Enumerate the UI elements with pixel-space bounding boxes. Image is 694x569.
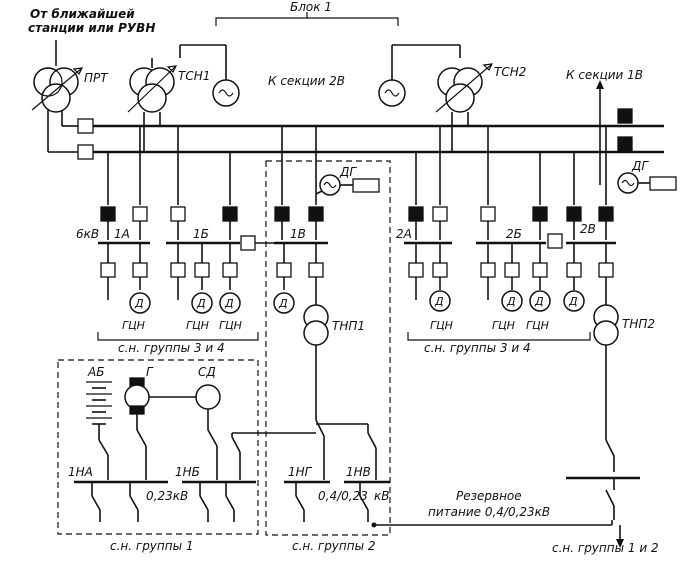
tsn1-transformer: ТСН1	[127, 58, 210, 152]
section-1a-label: 1А	[114, 227, 130, 241]
to-section-1v-label: К секции 1В	[566, 68, 643, 82]
reserve-label-2: питание 0,4/0,23кВ	[428, 505, 550, 519]
block1-label: Блок 1	[290, 0, 332, 14]
gtsn-label-4: ГЦН	[430, 319, 453, 332]
tsn2-label: ТСН2	[494, 65, 526, 79]
gtsn-label-5: ГЦН	[492, 319, 515, 332]
block1-group: Блок 1 К секции 2В	[179, 0, 461, 107]
tnp2-label: ТНП2	[622, 317, 655, 331]
prt-transformer: ПРТ	[31, 40, 109, 160]
motor-label-4: Д	[278, 297, 288, 310]
group1-outgoing	[91, 482, 235, 522]
group1-boundary	[57, 359, 259, 535]
g-label: Г	[146, 365, 154, 379]
motor-label-3: Д	[224, 297, 234, 310]
gtsn-label-2: ГЦН	[186, 319, 209, 332]
source-label-bottom: станции или РУВН	[28, 21, 155, 35]
section-2v-label: 2В	[580, 222, 596, 236]
group1-label: с.н. группы 1	[110, 539, 194, 553]
motor-label-5: Д	[434, 295, 444, 308]
group34-left-label: с.н. группы 3 и 4	[118, 341, 225, 355]
reserve-label-1: Резервное	[456, 489, 522, 503]
arrow-up-icon	[596, 80, 604, 89]
group1-switches	[98, 429, 316, 480]
tsn1-label: ТСН1	[178, 69, 210, 83]
battery-icon	[86, 381, 112, 425]
section-1nv-label: 1НВ	[346, 465, 371, 479]
section-1b-label: 1Б	[193, 227, 209, 241]
sd-label: СД	[198, 365, 216, 379]
gtsn-label-6: ГЦН	[526, 319, 549, 332]
group2-boundary	[265, 160, 391, 536]
v023-label: 0,23кВ	[146, 489, 188, 503]
tnp2-switches	[566, 439, 640, 540]
section-2b-label: 2Б	[506, 227, 522, 241]
kv-label: кВ	[374, 489, 389, 503]
gtsn-label-1: ГЦН	[122, 319, 145, 332]
section-1na-label: 1НА	[68, 465, 93, 479]
gtsn-label-3: ГЦН	[219, 319, 242, 332]
dg1-label: ДГ	[339, 165, 357, 179]
motor-label-1: Д	[134, 297, 144, 310]
sync-motor-icon	[195, 384, 221, 410]
group12-label: с.н. группы 1 и 2	[552, 541, 659, 555]
group34-right-label: с.н. группы 3 и 4	[424, 341, 531, 355]
motor-label-7: Д	[534, 295, 544, 308]
kv6-label: 6кВ	[76, 227, 99, 241]
section-1ng-label: 1НГ	[288, 465, 313, 479]
motor-label-2: Д	[196, 297, 206, 310]
to-section-2v-label: К секции 2В	[268, 74, 345, 88]
section-1v-label: 1В	[290, 227, 306, 241]
group2-label: с.н. группы 2	[292, 539, 376, 553]
motor-label-6: Д	[506, 295, 516, 308]
v04-023-label: 0,4/0,23	[318, 489, 368, 503]
motor-label-8: Д	[568, 295, 578, 308]
prt-label: ПРТ	[84, 71, 109, 85]
section-2a-label: 2А	[396, 227, 412, 241]
group2-outgoing	[295, 482, 369, 522]
tnp1-label: ТНП1	[332, 319, 365, 333]
ab-label: АБ	[87, 365, 104, 379]
group2-switches	[315, 419, 377, 480]
source-label-top: От ближайшей	[30, 7, 135, 21]
arrow-down-icon	[616, 539, 624, 548]
dg2-label: ДГ	[631, 159, 649, 173]
tsn2-transformer: ТСН2	[435, 63, 526, 152]
section-1nb-label: 1НБ	[175, 465, 200, 479]
